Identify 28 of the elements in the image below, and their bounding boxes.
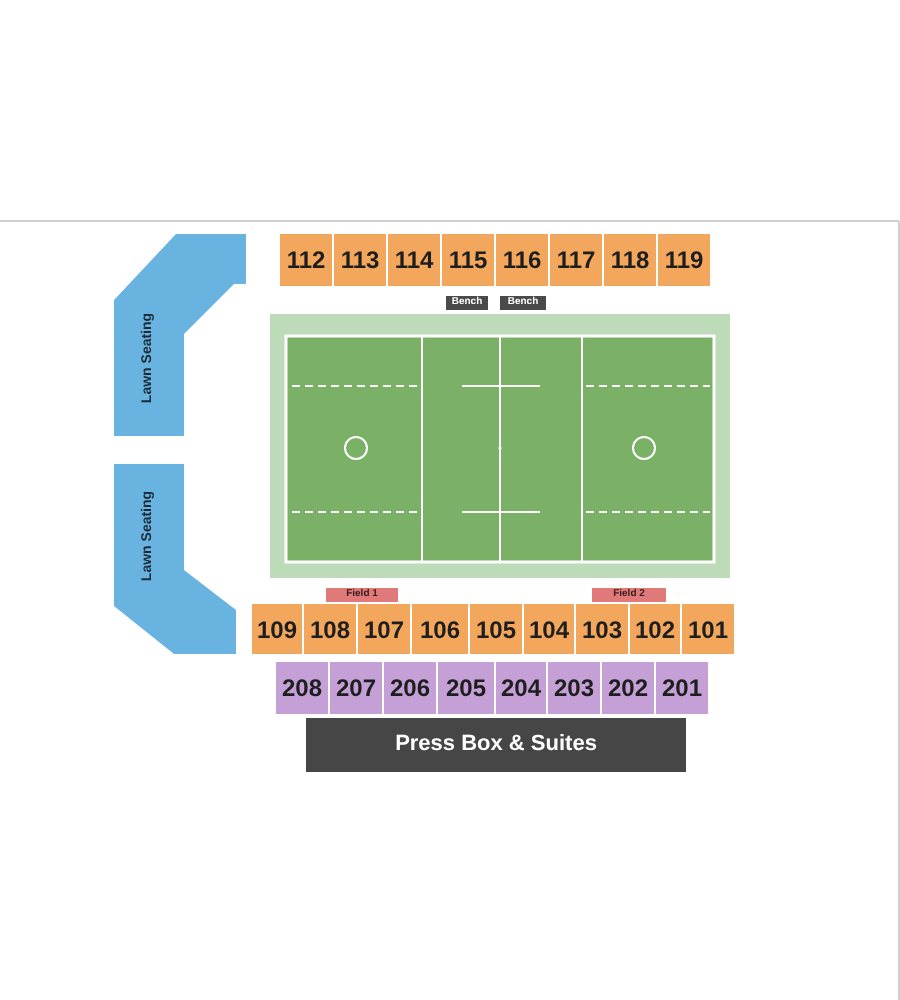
lawn-seating-area xyxy=(114,234,246,436)
seating-section: 117 xyxy=(550,234,602,286)
seating-section: 109 xyxy=(252,604,302,654)
seating-section: 103 xyxy=(576,604,628,654)
seating-section: 104 xyxy=(524,604,574,654)
seating-section: 203 xyxy=(548,662,600,714)
seating-section: 108 xyxy=(304,604,356,654)
seating-section: 119 xyxy=(658,234,710,286)
seating-section: 204 xyxy=(496,662,546,714)
seating-section: 118 xyxy=(604,234,656,286)
seating-section: 107 xyxy=(358,604,410,654)
seating-section: 112 xyxy=(280,234,332,286)
lawn-seating-area xyxy=(114,464,236,654)
seating-section: 202 xyxy=(602,662,654,714)
seating-section: 114 xyxy=(388,234,440,286)
seating-section: 208 xyxy=(276,662,328,714)
seating-section: 113 xyxy=(334,234,386,286)
press-box-section: Press Box & Suites xyxy=(306,718,686,772)
seating-section: 105 xyxy=(470,604,522,654)
seating-section: 106 xyxy=(412,604,468,654)
seating-section: 116 xyxy=(496,234,548,286)
seating-section: 101 xyxy=(682,604,734,654)
seating-section: 207 xyxy=(330,662,382,714)
seating-section: 205 xyxy=(438,662,494,714)
seating-section: 115 xyxy=(442,234,494,286)
seating-section: 102 xyxy=(630,604,680,654)
seating-section: 201 xyxy=(656,662,708,714)
seating-section: 206 xyxy=(384,662,436,714)
